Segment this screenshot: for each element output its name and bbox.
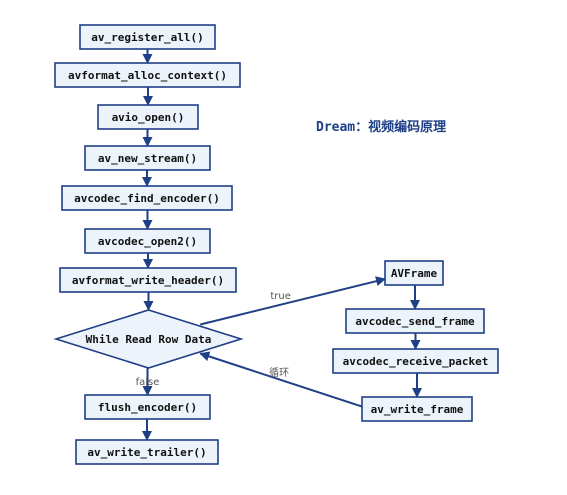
node-label: avcodec_find_encoder() — [74, 192, 220, 205]
node-label: avcodec_send_frame — [355, 315, 475, 328]
process-box — [54, 62, 241, 88]
process-box — [332, 348, 499, 374]
process-box — [59, 267, 237, 293]
node-av-register-all: av_register_all() — [79, 24, 216, 50]
node-av-write-frame: av_write_frame — [361, 396, 473, 422]
node-label: flush_encoder() — [98, 401, 197, 414]
node-label: While Read Row Data — [86, 333, 212, 346]
edge-av-write-frame-to-while-read-row-data — [199, 351, 363, 408]
node-label: av_register_all() — [91, 31, 204, 44]
process-box — [84, 145, 211, 171]
edge-label-while-read-row-data-to-flush-encoder: false — [136, 377, 160, 388]
process-box — [361, 396, 473, 422]
process-box — [384, 260, 444, 286]
node-avformat-alloc-context: avformat_alloc_context() — [54, 62, 241, 88]
node-label: avcodec_receive_packet — [343, 355, 489, 368]
node-avio-open: avio_open() — [97, 104, 199, 130]
process-box — [61, 185, 233, 211]
node-avframe: AVFrame — [384, 260, 444, 286]
decision-diamond — [53, 309, 244, 369]
node-avformat-write-header: avformat_write_header() — [59, 267, 237, 293]
node-label: av_new_stream() — [98, 152, 197, 165]
node-label: AVFrame — [391, 267, 438, 280]
node-label: avio_open() — [112, 111, 185, 124]
node-flush-encoder: flush_encoder() — [84, 394, 211, 420]
process-box — [79, 24, 216, 50]
node-label: av_write_frame — [371, 403, 464, 416]
edges-layer: false true 循环 — [136, 49, 422, 441]
node-while-read-row-data: While Read Row Data — [53, 309, 244, 369]
node-label: avformat_alloc_context() — [68, 69, 227, 82]
node-avcodec-send-frame: avcodec_send_frame — [345, 308, 485, 334]
node-avcodec-open2: avcodec_open2() — [84, 228, 211, 254]
process-box — [345, 308, 485, 334]
process-box — [84, 228, 211, 254]
node-av-new-stream: av_new_stream() — [84, 145, 211, 171]
nodes-layer: av_register_all() avformat_alloc_context(… — [53, 24, 499, 465]
diagram-title: Dream：视频编码原理 — [316, 119, 446, 135]
process-box — [97, 104, 199, 130]
node-avcodec-receive-packet: avcodec_receive_packet — [332, 348, 499, 374]
edge-label-av-write-frame-to-while-read-row-data: 循环 — [269, 366, 289, 379]
node-avcodec-find-encoder: avcodec_find_encoder() — [61, 185, 233, 211]
process-box — [75, 439, 219, 465]
process-box — [84, 394, 211, 420]
edge-label-while-read-row-data-to-avframe: true — [270, 291, 291, 302]
node-label: avcodec_open2() — [98, 235, 197, 248]
edge-while-read-row-data-to-avframe — [200, 276, 386, 326]
node-label: av_write_trailer() — [87, 446, 206, 459]
node-label: avformat_write_header() — [72, 274, 224, 287]
node-av-write-trailer: av_write_trailer() — [75, 439, 219, 465]
